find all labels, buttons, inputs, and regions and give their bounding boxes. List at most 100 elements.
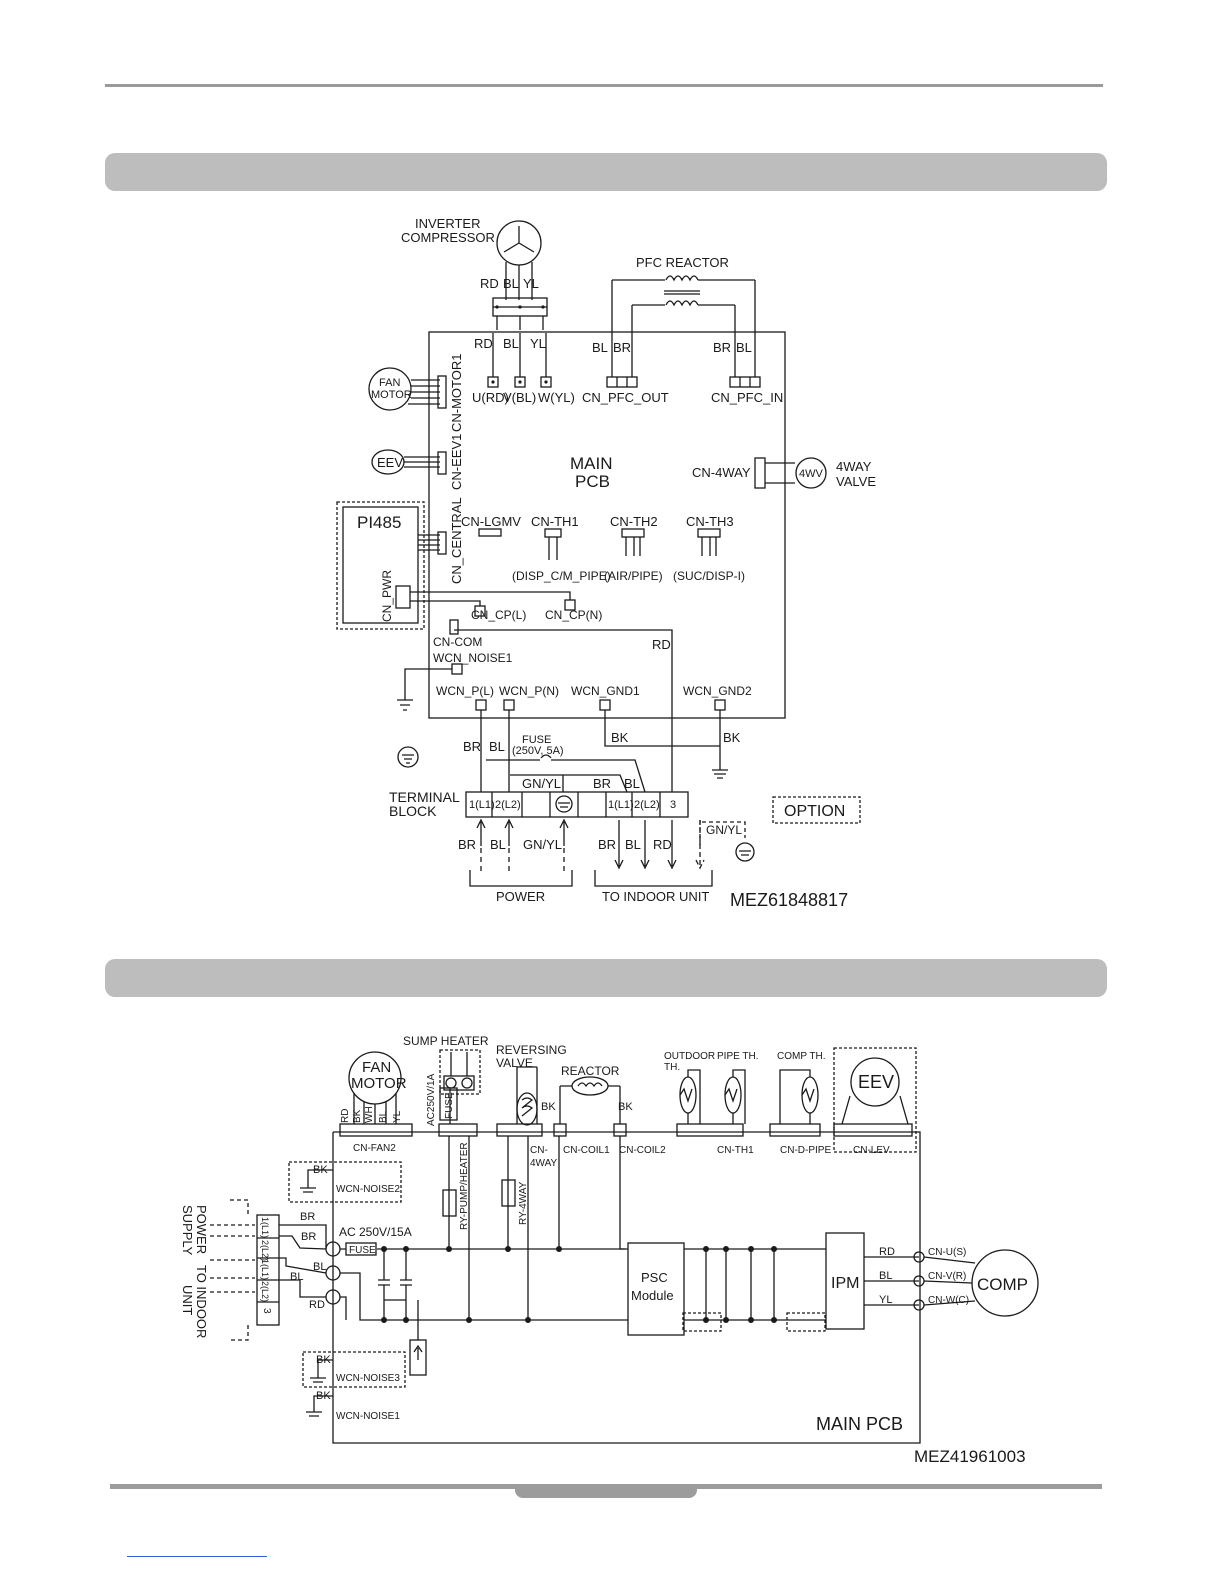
label-gnyl-power: GN/YL xyxy=(523,837,562,852)
wiring-diagram-1: INVERTER COMPRESSOR PFC REACTOR RD BL YL… xyxy=(336,216,876,910)
label-br-power: BR xyxy=(458,837,476,852)
label-fuse-rating: (250V, 5A) xyxy=(512,745,564,757)
label2-rd-tb: RD xyxy=(309,1299,325,1311)
label2-sump-heater: SUMP HEATER xyxy=(403,1034,489,1048)
label-cn-cp-l: CN_CP(L) xyxy=(471,608,526,622)
label-valve: VALVE xyxy=(836,474,876,489)
label-bl-term2: BL xyxy=(624,776,640,791)
label-pfc-reactor: PFC REACTOR xyxy=(636,255,729,270)
label2-pipe-th: PIPE TH. xyxy=(717,1051,759,1062)
label2-outdoor-th: OUTDOOR xyxy=(664,1051,715,1062)
label-tb-2l2-b: 2(L2) xyxy=(634,799,660,811)
label2-tb-1l1: 1(L1) xyxy=(260,1217,270,1238)
label-main: MAIN xyxy=(570,454,613,473)
label-pfc-bl2: BL xyxy=(736,340,752,355)
label-option: OPTION xyxy=(784,803,845,820)
label2-wcn-noise1: WCN-NOISE1 xyxy=(336,1411,400,1422)
label-bl-top: BL xyxy=(503,276,519,291)
label2-tb-2l2-b: 2(L2) xyxy=(260,1281,270,1302)
eev-option-box xyxy=(833,1047,917,1153)
label2-bk: BK xyxy=(352,1109,363,1123)
label2-reactor: REACTOR xyxy=(561,1064,620,1078)
label2-ac250-1a: AC250V/1A xyxy=(426,1073,437,1126)
label2-wh: WH xyxy=(364,1106,375,1123)
label2-supply: SUPPLY xyxy=(180,1205,195,1256)
label2-yl-w: YL xyxy=(879,1294,892,1306)
label2-bl-bus: BL xyxy=(313,1261,326,1273)
footer-link-underline xyxy=(127,1556,267,1557)
label2-cn-4way2: 4WAY xyxy=(530,1158,558,1169)
label2-outdoor-th2: TH. xyxy=(664,1062,680,1073)
pi485-option-box xyxy=(336,501,425,630)
label-bl-term: BL xyxy=(489,739,505,754)
label2-reversing: REVERSING xyxy=(496,1043,567,1057)
label2-ipm: IPM xyxy=(831,1275,859,1292)
label-cn-central: CN_CENTRAL xyxy=(449,497,464,584)
label-power: POWER xyxy=(496,889,545,904)
label-motor: MOTOR xyxy=(371,389,412,401)
label-bk-2: BK xyxy=(723,730,741,745)
label-tb-3: 3 xyxy=(670,799,676,811)
label2-to-indoor: TO INDOOR xyxy=(194,1265,209,1338)
label2-cn-v: CN-V(R) xyxy=(928,1271,966,1282)
label-u-rd: U(RD) xyxy=(472,390,509,405)
terminal-block xyxy=(465,791,689,818)
label-cn-com: CN-COM xyxy=(433,635,482,649)
page-number-tab xyxy=(515,1486,697,1498)
label-fuse: FUSE xyxy=(522,734,551,746)
label2-psc: PSC xyxy=(641,1270,668,1285)
label-pfc-bl: BL xyxy=(592,340,608,355)
label-rd: RD xyxy=(474,336,493,351)
label2-cn-u: CN-U(S) xyxy=(928,1247,966,1258)
label2-motor: MOTOR xyxy=(351,1075,407,1092)
label-bl: BL xyxy=(503,336,519,351)
label-bl-power: BL xyxy=(490,837,506,852)
label2-cn-th1: CN-TH1 xyxy=(717,1145,754,1156)
label2-unit: UNIT xyxy=(180,1285,195,1315)
label2-tb-2l2: 2(L2) xyxy=(260,1240,270,1261)
label2-bk-noise1: BK xyxy=(316,1390,331,1402)
label-cn-cp-n: CN_CP(N) xyxy=(545,608,602,622)
label-fan: FAN xyxy=(379,377,400,389)
label2-bl-v: BL xyxy=(879,1270,892,1282)
label2-ac-250v: AC 250V/15A xyxy=(339,1225,412,1239)
label-cn-pfc-out: CN_PFC_OUT xyxy=(582,390,669,405)
label-yl-top: YL xyxy=(523,276,539,291)
label-block: BLOCK xyxy=(389,803,437,819)
label2-bl-tb: BL xyxy=(290,1271,303,1283)
header-rule xyxy=(105,84,1103,87)
label2-rd-u: RD xyxy=(879,1246,895,1258)
label-cn-pfc-in: CN_PFC_IN xyxy=(711,390,783,405)
reactor-coil xyxy=(571,1076,609,1096)
4way-valve-icon xyxy=(795,457,827,489)
label-cn-motor1: CN-MOTOR1 xyxy=(449,354,464,432)
option-box xyxy=(772,796,861,824)
label2-wcn-noise3: WCN-NOISE3 xyxy=(336,1373,400,1384)
label2-ry-pump: RY-PUMP/HEATER xyxy=(459,1142,470,1230)
label-rd-indoor: RD xyxy=(653,837,672,852)
label2-cn-fan2: CN-FAN2 xyxy=(353,1143,396,1154)
label-cn-th2: CN-TH2 xyxy=(610,514,658,529)
label2-module: Module xyxy=(631,1288,674,1303)
label2-br1: BR xyxy=(300,1211,315,1223)
pfc-coil-2 xyxy=(665,300,699,307)
label-yl: YL xyxy=(530,336,546,351)
label-pi485: PI485 xyxy=(357,513,401,532)
label2-cn-coil1: CN-COIL1 xyxy=(563,1145,610,1156)
label2-rd: RD xyxy=(340,1109,351,1123)
label-to-indoor: TO INDOOR UNIT xyxy=(602,889,709,904)
fan-motor-icon xyxy=(368,367,412,411)
label2-fan: FAN xyxy=(362,1059,391,1076)
label-cn-lgmv: CN-LGMV xyxy=(461,514,521,529)
label2-cn-lev: CN-LEV xyxy=(853,1145,890,1156)
psc-module-box xyxy=(627,1242,685,1336)
label-br-indoor: BR xyxy=(598,837,616,852)
label-rd-top: RD xyxy=(480,276,499,291)
label2-wcn-noise2: WCN-NOISE2 xyxy=(336,1184,400,1195)
label-wcn-pn: WCN_P(N) xyxy=(499,684,559,698)
part-number-1: MEZ61848817 xyxy=(730,890,848,910)
section-bar-2 xyxy=(105,959,1107,997)
sump-heater-box xyxy=(439,1049,481,1095)
label2-cn-d-pipe: CN-D-PIPE xyxy=(780,1145,831,1156)
label-cn-th1: CN-TH1 xyxy=(531,514,579,529)
